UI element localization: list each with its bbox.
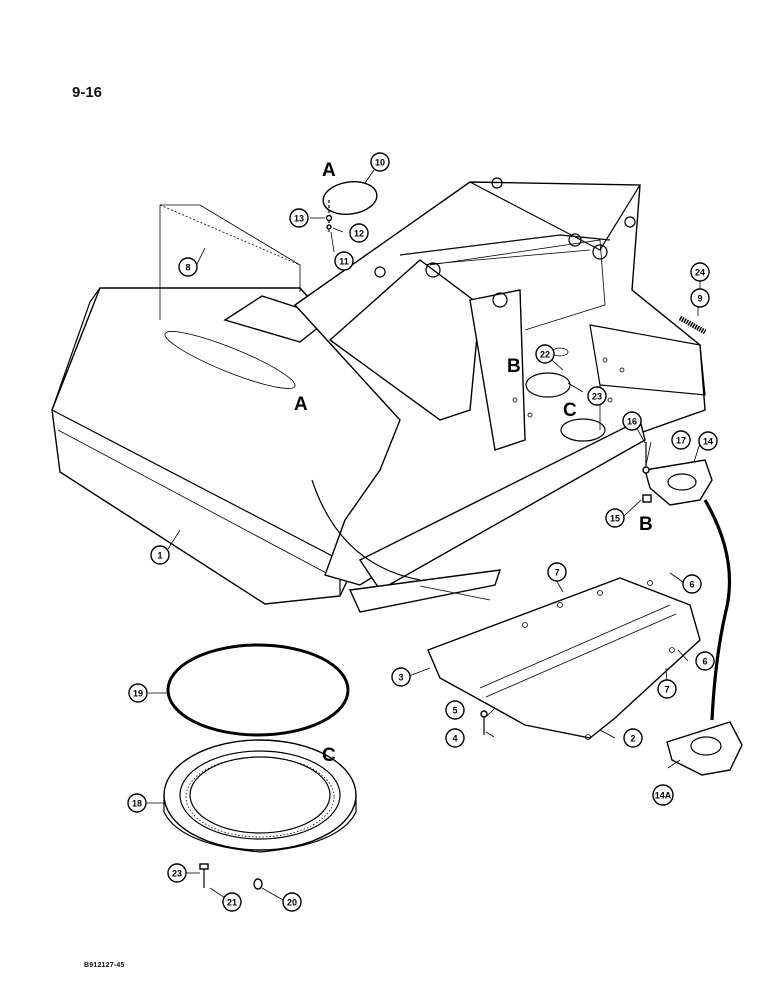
bottom-guard-plate	[427, 577, 701, 740]
svg-text:16: 16	[627, 417, 637, 427]
ref-letter-b-top: B	[507, 356, 521, 377]
svg-text:12: 12	[354, 229, 364, 239]
page-number: 9-16	[72, 84, 103, 101]
svg-text:9: 9	[697, 294, 702, 304]
svg-text:6: 6	[689, 580, 694, 590]
svg-text:15: 15	[610, 514, 620, 524]
svg-text:23: 23	[592, 392, 602, 402]
callout-18: 18	[127, 793, 147, 813]
svg-text:8: 8	[185, 263, 190, 273]
callout-5: 5	[445, 700, 465, 720]
callout-22: 22	[535, 344, 555, 364]
callout-16: 16	[622, 411, 642, 431]
ref-letter-c-bottom: C	[322, 745, 336, 766]
svg-text:7: 7	[554, 568, 559, 578]
svg-text:14A: 14A	[655, 791, 672, 801]
svg-text:18: 18	[132, 799, 142, 809]
svg-text:13: 13	[294, 214, 304, 224]
svg-text:4: 4	[452, 734, 457, 744]
svg-text:14: 14	[703, 437, 713, 447]
callout-3: 3	[391, 667, 411, 687]
svg-text:3: 3	[398, 673, 403, 683]
ref-letter-a-top: A	[322, 160, 336, 181]
callout-1: 1	[150, 545, 170, 565]
figure-code: B912127-45	[84, 962, 125, 969]
bolts-20-21-23	[199, 863, 263, 890]
callout-15: 15	[605, 508, 625, 528]
callout-11: 11	[334, 251, 354, 271]
callout-8: 8	[178, 257, 198, 277]
svg-text:10: 10	[375, 158, 385, 168]
seal-ring-19	[166, 643, 350, 737]
callout-23a: 23	[587, 386, 607, 406]
callout-13: 13	[289, 208, 309, 228]
callout-23b: 23	[167, 863, 187, 883]
svg-text:23: 23	[172, 869, 182, 879]
callout-2: 2	[623, 728, 643, 748]
hydraulic-hose	[703, 499, 732, 721]
svg-text:24: 24	[695, 268, 705, 278]
svg-text:21: 21	[227, 898, 237, 908]
svg-text:22: 22	[540, 350, 550, 360]
swing-bearing-18	[163, 739, 357, 853]
upper-frame-assembly	[51, 177, 706, 613]
bracket-14a	[666, 721, 743, 776]
svg-text:20: 20	[287, 898, 297, 908]
svg-text:5: 5	[452, 706, 457, 716]
svg-text:1: 1	[157, 551, 162, 561]
callout-7a: 7	[547, 562, 567, 582]
ref-letter-c-top: C	[563, 400, 577, 421]
svg-text:2: 2	[630, 734, 635, 744]
callout-24: 24	[690, 262, 710, 282]
callout-21: 21	[222, 892, 242, 912]
callout-10: 10	[370, 152, 390, 172]
callout-14: 14	[698, 431, 718, 451]
callout-6a: 6	[682, 574, 702, 594]
callout-20: 20	[282, 892, 302, 912]
callout-14a: 14A	[652, 784, 674, 806]
ref-letter-a-bottom: A	[294, 394, 308, 415]
ref-letter-b-bottom: B	[639, 514, 653, 535]
callout-17: 17	[671, 430, 691, 450]
callout-12: 12	[349, 223, 369, 243]
callout-19: 19	[128, 683, 148, 703]
svg-text:19: 19	[133, 689, 143, 699]
svg-text:17: 17	[676, 436, 686, 446]
callout-9: 9	[690, 288, 710, 308]
svg-text:7: 7	[664, 685, 669, 695]
grease-fitting-9	[678, 315, 707, 335]
callout-6b: 6	[695, 651, 715, 671]
svg-text:11: 11	[339, 257, 349, 267]
bracket-14	[644, 459, 713, 506]
callout-4: 4	[445, 728, 465, 748]
cover-plate-10	[322, 181, 378, 232]
bolt-4-5	[480, 710, 488, 735]
svg-text:6: 6	[702, 657, 707, 667]
callout-7b: 7	[657, 679, 677, 699]
